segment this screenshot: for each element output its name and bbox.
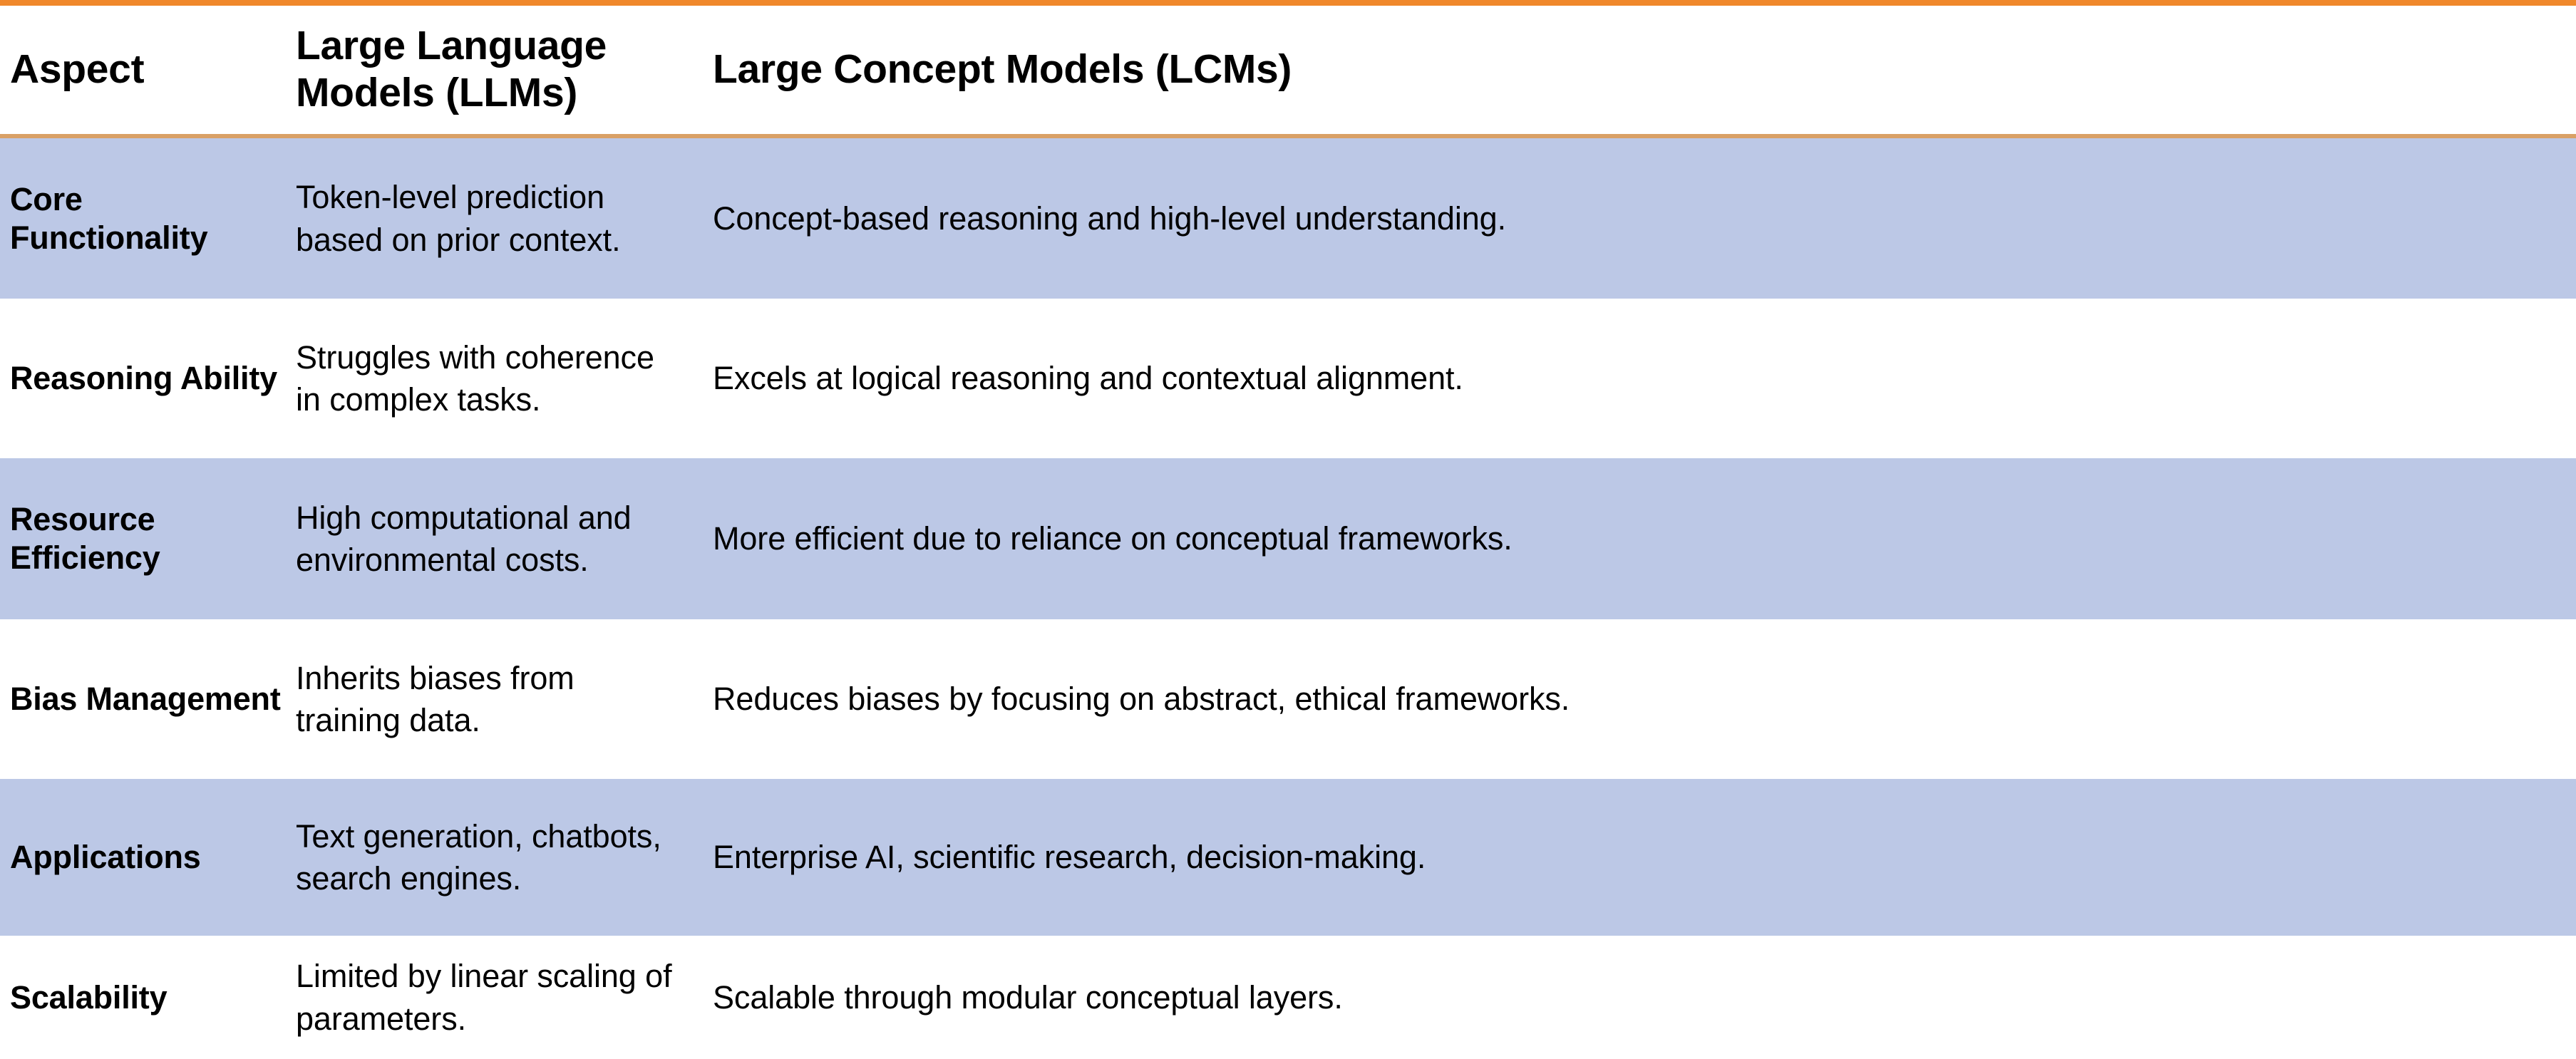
- table-header-row: Aspect Large Language Models (LLMs) Larg…: [0, 6, 2576, 138]
- row-aspect-label: Resource Efficiency: [10, 501, 160, 576]
- row-llm-value: High computational and environmental cos…: [296, 499, 632, 578]
- row-llm-value: Text generation, chatbots, search engine…: [296, 817, 661, 897]
- row-aspect-label: Reasoning Ability: [10, 360, 277, 396]
- row-aspect-label: Bias Management: [10, 681, 281, 717]
- table-body: Core Functionality Token-level predictio…: [0, 138, 2576, 1059]
- table-row: Bias Management Inherits biases from tra…: [0, 619, 2576, 779]
- row-lcm-value: Concept-based reasoning and high-level u…: [713, 200, 1506, 237]
- table-row: Applications Text generation, chatbots, …: [0, 779, 2576, 936]
- row-lcm-value: Excels at logical reasoning and contextu…: [713, 360, 1463, 397]
- table-row: Core Functionality Token-level predictio…: [0, 138, 2576, 299]
- row-lcm-value: Reduces biases by focusing on abstract, …: [713, 681, 1570, 718]
- column-header-aspect: Aspect: [10, 46, 145, 93]
- table-row: Scalability Limited by linear scaling of…: [0, 936, 2576, 1059]
- column-header-lcm: Large Concept Models (LCMs): [713, 46, 1292, 93]
- row-llm-value: Limited by linear scaling of parameters.: [296, 958, 672, 1037]
- row-llm-value: Struggles with coherence in complex task…: [296, 339, 654, 418]
- row-aspect-label: Core Functionality: [10, 180, 208, 256]
- row-lcm-value: More efficient due to reliance on concep…: [713, 520, 1513, 557]
- row-llm-value: Inherits biases from training data.: [296, 659, 575, 738]
- row-llm-value: Token-level prediction based on prior co…: [296, 179, 621, 258]
- table-row: Resource Efficiency High computational a…: [0, 458, 2576, 619]
- row-aspect-label: Scalability: [10, 978, 168, 1016]
- table-row: Reasoning Ability Struggles with coheren…: [0, 299, 2576, 458]
- row-lcm-value: Scalable through modular conceptual laye…: [713, 978, 1343, 1016]
- row-aspect-label: Applications: [10, 839, 201, 875]
- row-lcm-value: Enterprise AI, scientific research, deci…: [713, 839, 1426, 876]
- column-header-llm: Large Language Models (LLMs): [296, 23, 607, 115]
